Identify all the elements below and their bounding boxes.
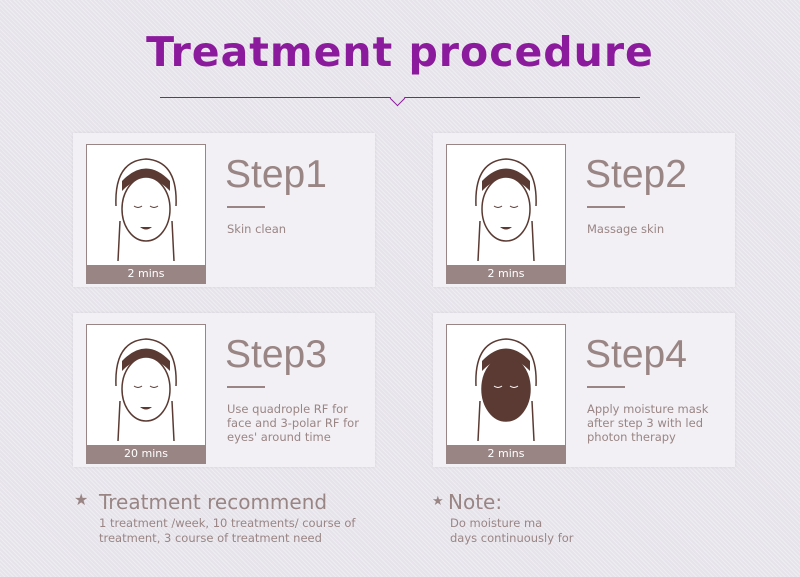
note-text-2: days continuously for — [450, 531, 574, 545]
recommend-heading: Treatment recommend — [99, 490, 328, 514]
step-card: 20 mins Step3 Use quadrople RF for face … — [73, 313, 375, 467]
step-title: Step2 — [585, 153, 687, 196]
star-icon: ★ — [432, 494, 444, 509]
duration-label: 20 mins — [87, 445, 205, 463]
face-illustration: 2 mins — [446, 324, 566, 464]
face-icon — [475, 158, 537, 261]
note-heading: Note: — [448, 490, 503, 514]
face-illustration: 2 mins — [86, 144, 206, 284]
star-icon: ★ — [74, 490, 89, 509]
step-divider — [227, 386, 265, 388]
step-card: 2 mins Step4 Apply moisture mask after s… — [433, 313, 735, 467]
duration-label: 2 mins — [447, 445, 565, 463]
duration-label: 2 mins — [447, 265, 565, 283]
step-title: Step1 — [225, 153, 327, 196]
face-icon — [115, 338, 177, 441]
face-illustration: 20 mins — [86, 324, 206, 464]
note-text-1: Do moisture ma — [450, 516, 543, 530]
step-divider — [587, 206, 625, 208]
chevron-down-icon — [389, 90, 406, 107]
recommend-text-1: 1 treatment /week, 10 treatments/ course… — [99, 516, 356, 530]
recommend-text-2: treatment, 3 course of treatment need — [99, 531, 322, 545]
face-illustration: 2 mins — [446, 144, 566, 284]
step-description: Use quadrople RF for face and 3-polar RF… — [227, 402, 359, 444]
step-divider — [587, 386, 625, 388]
duration-label: 2 mins — [87, 265, 205, 283]
step-card: 2 mins Step1 Skin clean — [73, 133, 375, 287]
step-description: Massage skin — [587, 222, 665, 236]
step-description: Skin clean — [227, 222, 287, 236]
page-title: Treatment procedure — [146, 28, 654, 76]
face-icon — [475, 338, 537, 441]
face-icon — [115, 158, 177, 261]
step-description: Apply moisture mask after step 3 with le… — [587, 402, 709, 444]
step-title: Step3 — [225, 333, 327, 376]
step-divider — [227, 206, 265, 208]
step-title: Step4 — [585, 333, 687, 376]
step-card: 2 mins Step2 Massage skin — [433, 133, 735, 287]
